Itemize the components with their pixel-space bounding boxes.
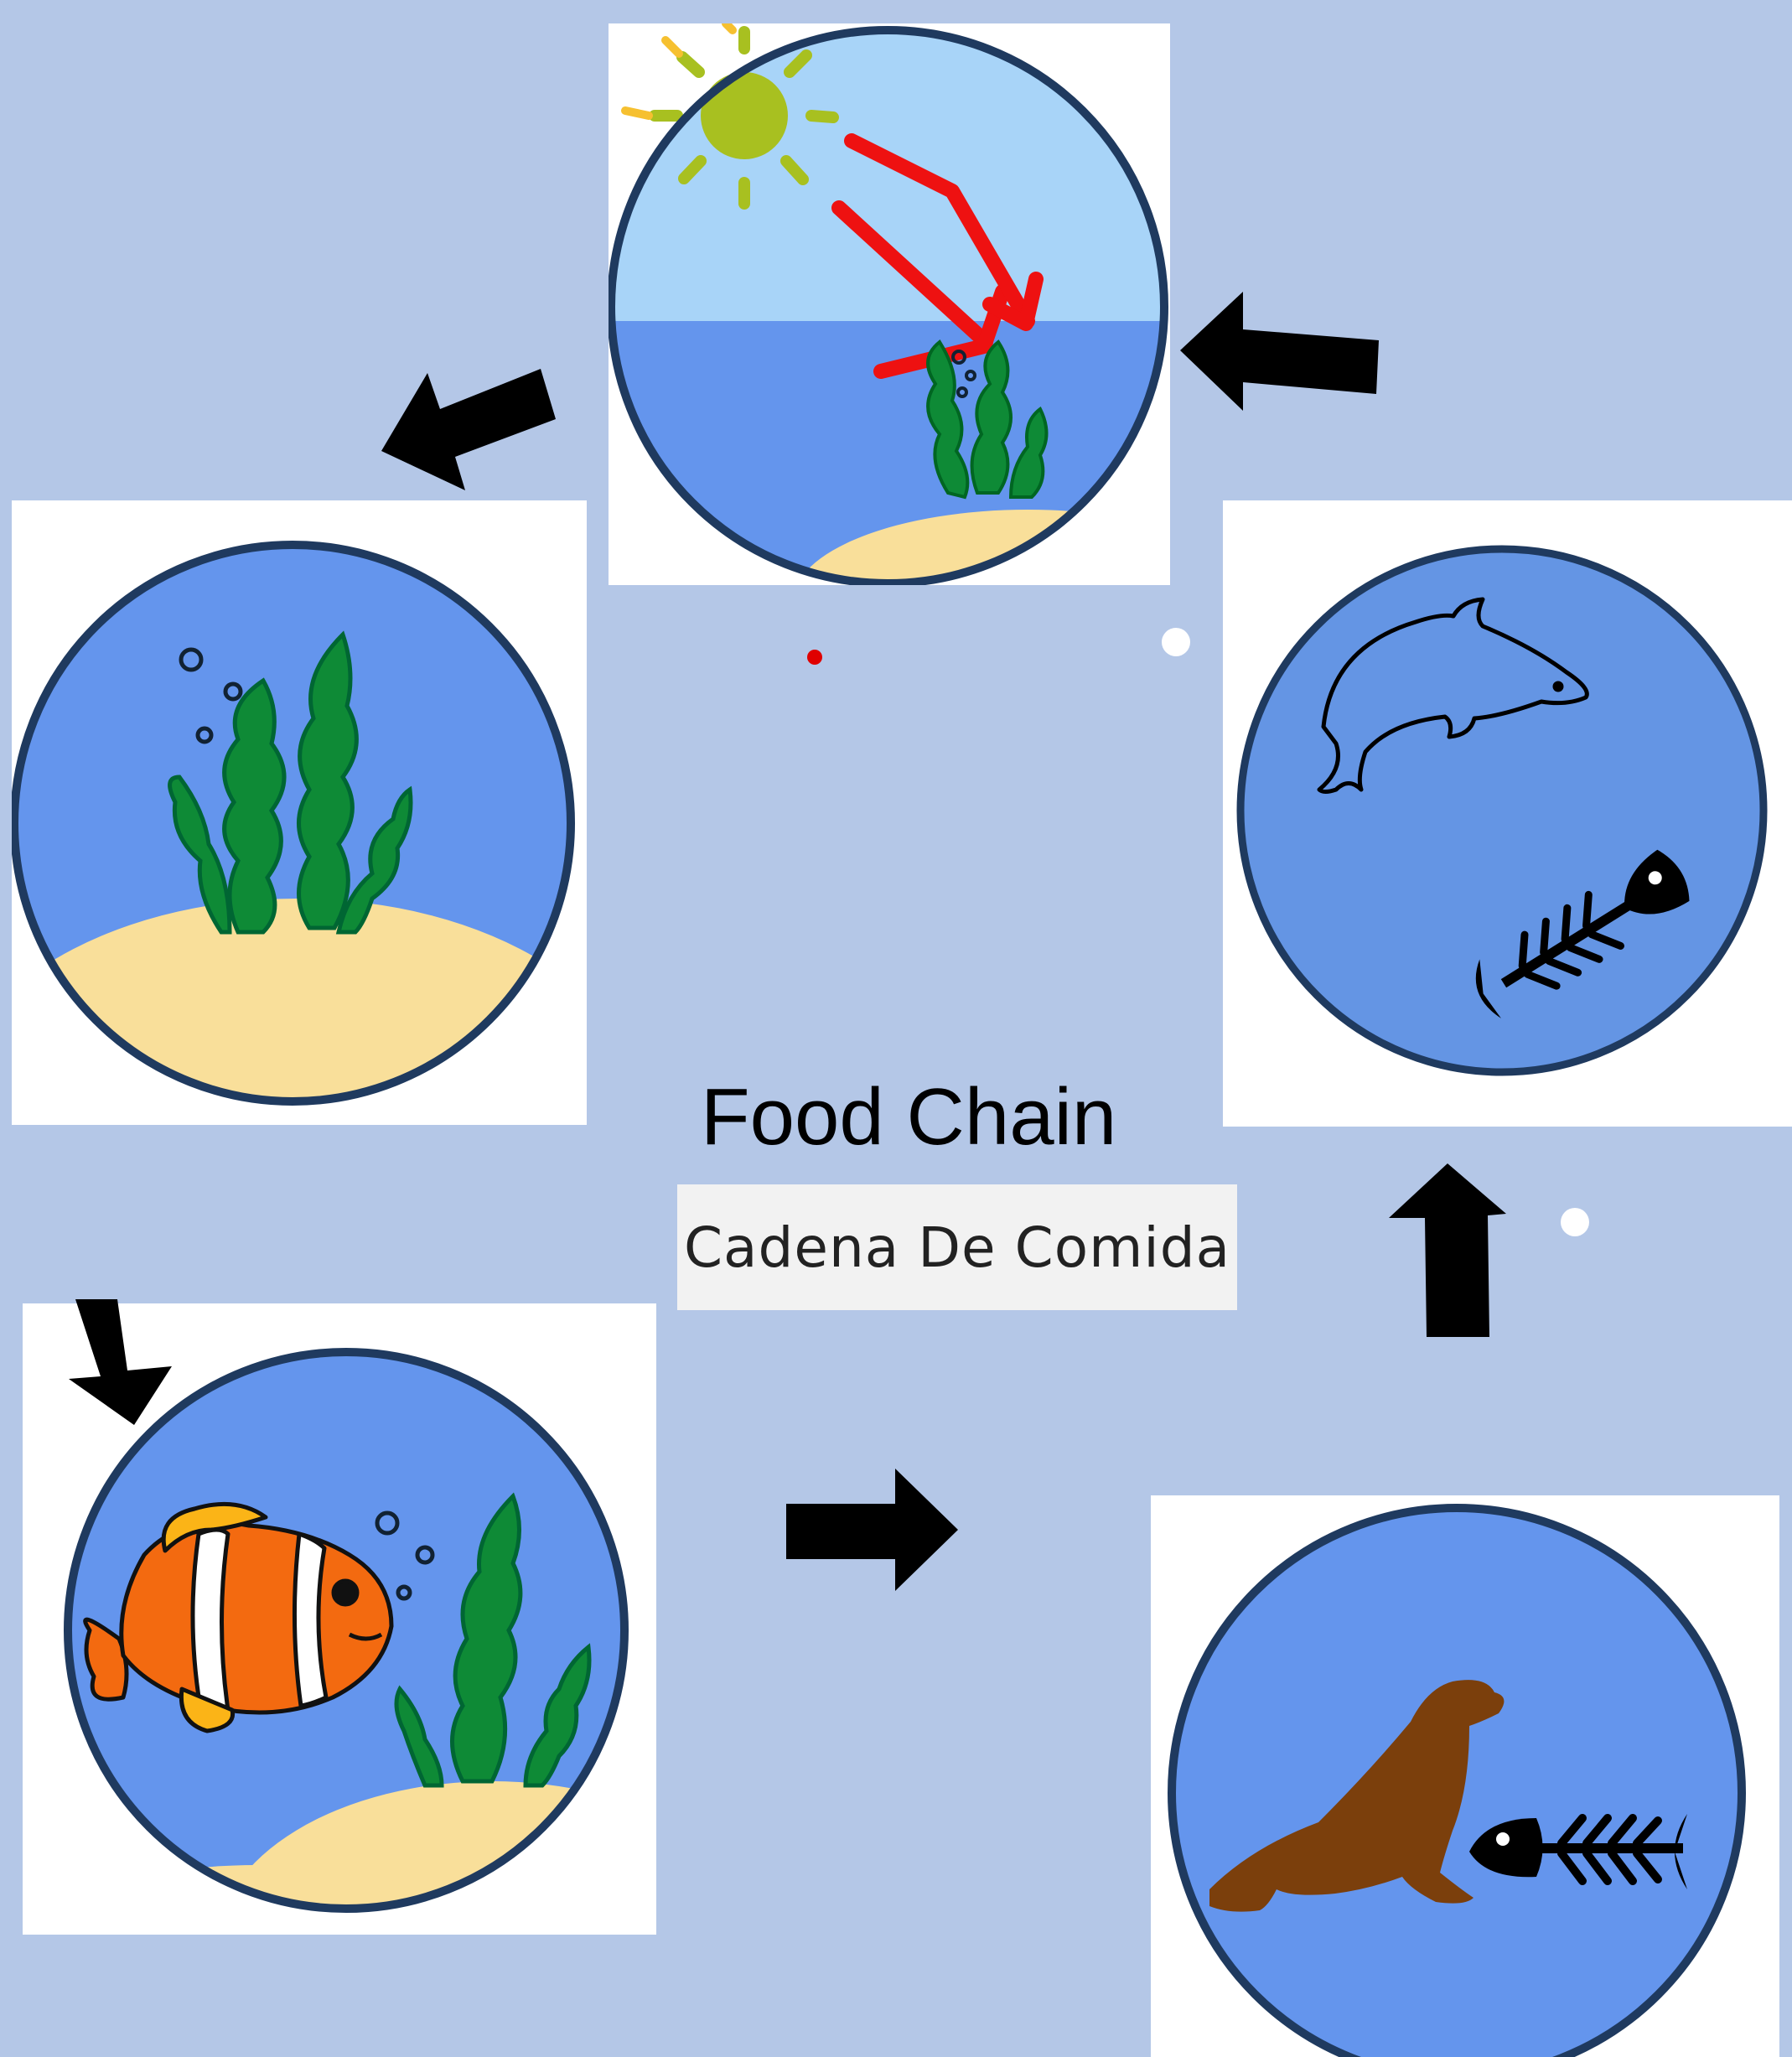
red-dot (807, 650, 822, 665)
stage-seaweed-panel (12, 500, 587, 1125)
stage-dolphin-panel (1223, 500, 1792, 1127)
stage-sea-lion-panel (1151, 1495, 1779, 2057)
arrow-sun-to-seaweed (381, 369, 557, 495)
diagram-subtitle: Cadena De Comida (684, 1215, 1230, 1280)
subtitle-box: Cadena De Comida (677, 1184, 1237, 1310)
stage-sun-panel (609, 23, 1170, 585)
diagram-title: Food Chain (701, 1077, 1116, 1158)
arrow-seaweed-to-clownfish (67, 1299, 184, 1427)
arrow-sea-lion-to-dolphin (1389, 1163, 1506, 1337)
white-dot (1162, 628, 1190, 656)
arrow-to-sun (1180, 283, 1381, 417)
white-dot (1561, 1208, 1589, 1236)
arrow-clownfish-to-sea-lion (786, 1469, 958, 1591)
